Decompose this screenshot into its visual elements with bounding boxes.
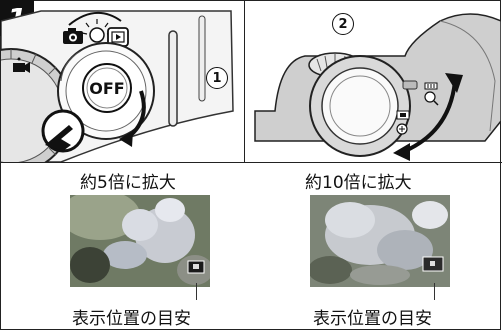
magnified-photo-5x xyxy=(70,195,210,287)
off-button[interactable]: OFF xyxy=(82,63,132,113)
indicator-lamp xyxy=(81,19,113,43)
indicator-leader-line-right xyxy=(434,283,435,300)
zoom-direction-arrow xyxy=(404,80,457,153)
zoom-lever[interactable] xyxy=(309,55,418,157)
position-guide-caption-left: 表示位置の目安 xyxy=(72,309,191,329)
horizontal-divider xyxy=(0,162,502,163)
top-vertical-divider xyxy=(244,0,245,163)
magnify-5x-caption: 約5倍に拡大 xyxy=(80,173,176,193)
movie-icon xyxy=(13,57,30,73)
pointer-hand-icon xyxy=(41,109,85,153)
callout-number-2: 2 xyxy=(332,13,354,35)
callout-number-1: 1 xyxy=(206,67,228,89)
camera-dial-illustration: OFF 1 xyxy=(1,1,244,162)
indicator-leader-line-left xyxy=(196,283,197,300)
magnify-10x-caption: 約10倍に拡大 xyxy=(305,173,412,193)
zoom-lever-illustration: 2 xyxy=(245,1,501,162)
wide-zoom-icon xyxy=(396,110,410,135)
camera-icon xyxy=(63,28,83,44)
position-guide-caption-right: 表示位置の目安 xyxy=(313,309,432,329)
selector-arc xyxy=(68,12,122,26)
magnified-photo-10x xyxy=(310,195,450,287)
off-button-label: OFF xyxy=(89,79,124,98)
tele-zoom-icon xyxy=(424,82,439,106)
